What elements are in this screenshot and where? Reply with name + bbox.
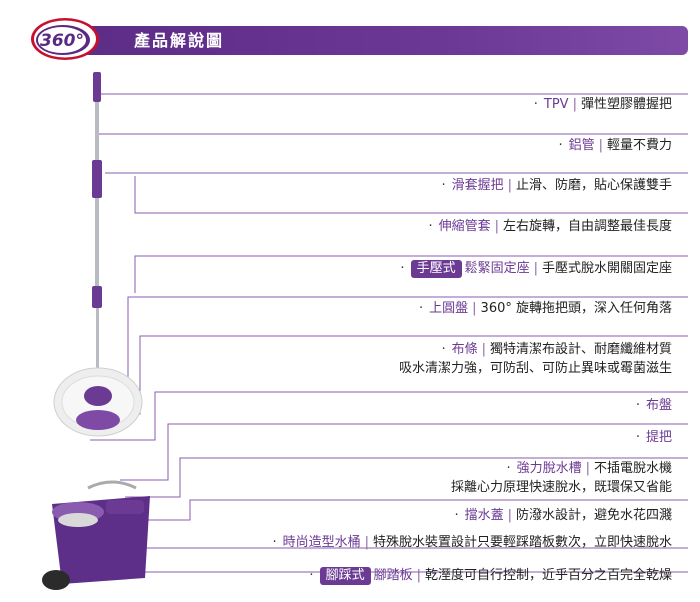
feature-handle: ‧提把 — [635, 430, 672, 445]
leader-line-guard — [140, 499, 688, 521]
feature-telescopic-sleeve: ‧伸縮管套|左右旋轉，自由調整最佳長度 — [428, 219, 672, 234]
feature-cloth-pad: ‧布盤 — [635, 398, 672, 413]
feature-bucket: ‧時尚造型水桶|特殊脫水裝置設計只要輕踩踏板數次，立即快速脫水 — [272, 535, 672, 550]
leader-line-telescopic — [134, 176, 688, 214]
feature-sleeve-grip: ‧滑套握把|止滑、防磨，貼心保護雙手 — [441, 178, 672, 193]
feature-clamp-seat: ‧手壓式鬆緊固定座|手壓式脫水開關固定座 — [400, 260, 672, 278]
brand-logo: 360° — [31, 18, 99, 60]
mop-pole — [92, 72, 102, 374]
feature-tpv-grip: ‧TPV|彈性塑膠體握把 — [533, 97, 672, 112]
feature-upper-disc: ‧上圓盤|360° 旋轉拖把頭，深入任何角落 — [419, 301, 672, 316]
feature-spin-tub: ‧強力脫水槽|不插電脫水機 採離心力原理快速脫水，既環保又省能 — [450, 461, 672, 495]
logo-text: 360° — [40, 31, 84, 51]
leader-line-spin — [125, 457, 688, 498]
leader-line-handle — [120, 423, 688, 481]
feature-cloth-strip: ‧布條|獨特清潔布設計、耐磨纖維材質 吸水清潔力強，可防刮、可防止異味或霉菌滋生 — [398, 342, 672, 376]
bucket — [42, 480, 150, 590]
page-title: 產品解說圖 — [134, 31, 225, 50]
leader-line-clamp — [134, 255, 688, 293]
feature-aluminum-pole: ‧鋁管|輕量不費力 — [558, 138, 672, 153]
foot-press-badge: 腳踩式 — [319, 567, 371, 585]
hand-press-badge: 手壓式 — [410, 260, 462, 278]
header-bar — [70, 26, 688, 55]
mop-head — [53, 367, 143, 437]
feature-pedal: ‧腳踩式腳踏板|乾溼度可自行控制，近乎百分之百完全乾燥 — [309, 567, 672, 585]
leader-line-pad — [90, 391, 688, 441]
feature-splash-guard: ‧擋水蓋|防潑水設計，避免水花四濺 — [454, 508, 672, 523]
